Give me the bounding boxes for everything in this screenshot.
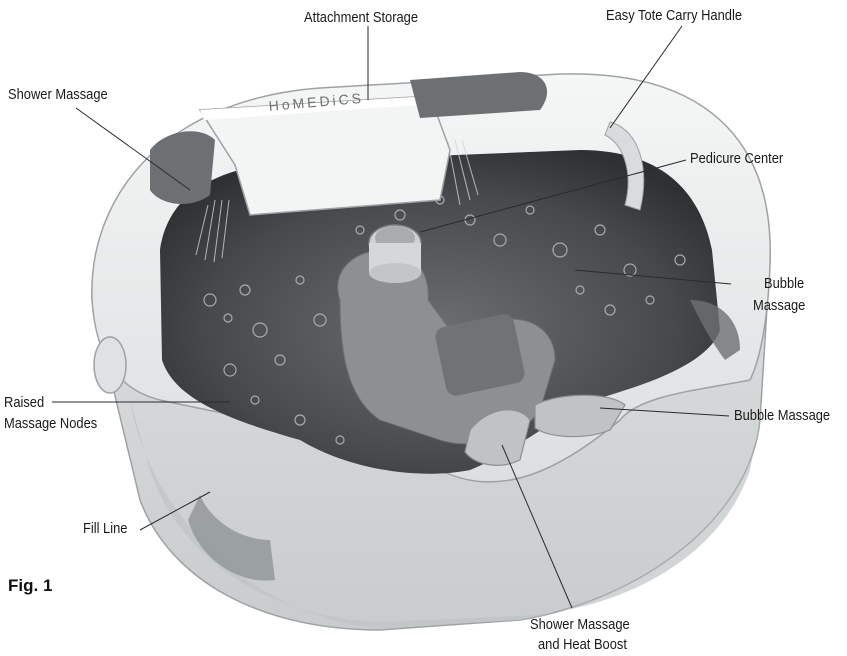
label-bubble-massage-line2: Massage (753, 297, 806, 314)
label-easy-tote-carry-handle: Easy Tote Carry Handle (606, 7, 743, 24)
label-shower-heat-line1: Shower Massage (530, 616, 630, 633)
figure-label: Fig. 1 (8, 576, 53, 595)
label-fill-line: Fill Line (83, 520, 128, 537)
leader-lines (52, 25, 732, 609)
label-shower-massage: Shower Massage (8, 86, 108, 103)
massage-pad (435, 314, 525, 396)
leader-pedicure-center (419, 159, 687, 233)
control-button-shower-heat (464, 409, 531, 466)
shower-window-left (150, 131, 215, 205)
leader-shower-heat (501, 444, 573, 609)
shower-window-right (410, 72, 548, 118)
carry-handle (604, 121, 645, 211)
fill-line-window (188, 495, 275, 581)
leader-fill-line (139, 491, 211, 531)
water-basin (160, 150, 720, 474)
leader-shower-massage (75, 107, 191, 191)
label-raised-nodes-line2: Massage Nodes (4, 415, 98, 432)
label-raised-nodes-line1: Raised (4, 394, 45, 411)
label-shower-heat-line2: and Heat Boost (538, 636, 627, 653)
label-pedicure-center: Pedicure Center (690, 150, 784, 167)
leader-easy-tote (609, 25, 683, 129)
leader-bubble-massage (574, 269, 732, 285)
label-attachment-storage: Attachment Storage (304, 9, 419, 26)
leader-bubble-button (599, 407, 730, 417)
control-button-bubble (534, 394, 626, 438)
bubbles (203, 195, 686, 445)
label-bubble-massage-line1: Bubble (764, 275, 805, 292)
left-handle (93, 336, 127, 394)
label-bubble-massage-button: Bubble Massage (734, 407, 831, 424)
side-window-right (690, 300, 740, 360)
